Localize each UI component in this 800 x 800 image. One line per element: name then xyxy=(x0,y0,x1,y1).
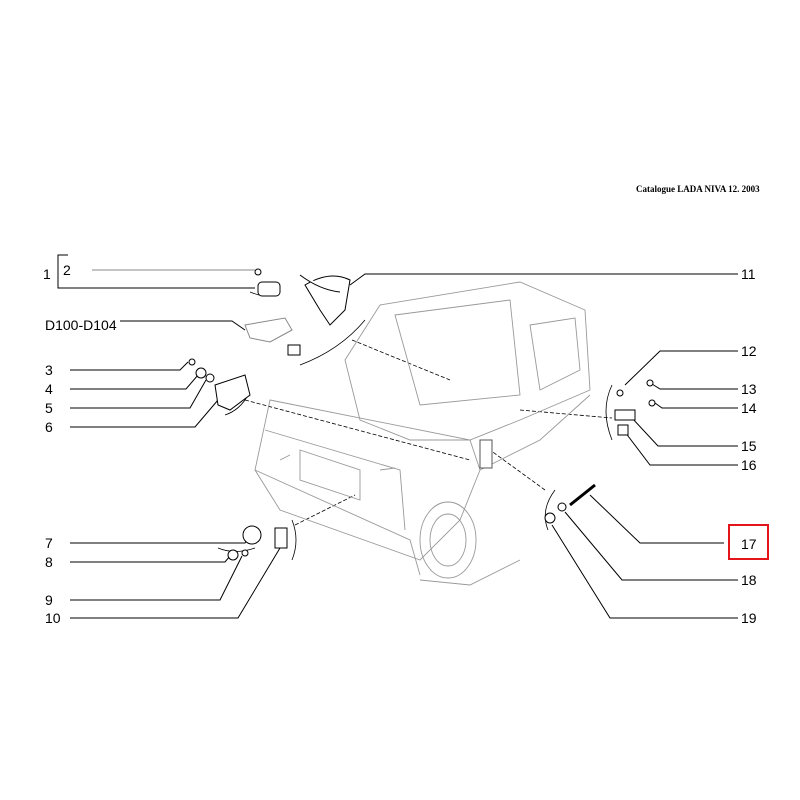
callout-16[interactable]: 16 xyxy=(741,457,757,473)
leader-7 xyxy=(70,534,251,544)
highlight-box xyxy=(728,524,769,560)
callout-7[interactable]: 7 xyxy=(45,535,53,551)
dashed-pointers xyxy=(244,339,613,526)
leader-13 xyxy=(651,383,738,390)
leader-19 xyxy=(551,524,738,619)
callout-18[interactable]: 18 xyxy=(741,572,757,588)
leader-6 xyxy=(70,399,219,428)
leader-16 xyxy=(624,431,738,466)
leader-10 xyxy=(70,547,281,619)
callout-10[interactable]: 10 xyxy=(45,610,61,626)
leader-9 xyxy=(70,555,243,601)
callout-2[interactable]: 2 xyxy=(63,262,71,278)
callout-6[interactable]: 6 xyxy=(45,419,53,435)
leader-8 xyxy=(70,555,231,563)
leader-3 xyxy=(70,361,189,371)
callout-8[interactable]: 8 xyxy=(45,554,53,570)
callout-13[interactable]: 13 xyxy=(741,381,757,397)
callout-15[interactable]: 15 xyxy=(741,438,757,454)
callout-12[interactable]: 12 xyxy=(741,343,757,359)
callout-17[interactable]: 17 xyxy=(741,536,757,552)
callout-9[interactable]: 9 xyxy=(45,592,53,608)
callout-11[interactable]: 11 xyxy=(741,266,756,282)
leader-14 xyxy=(654,402,738,409)
leader-5 xyxy=(70,379,207,409)
car-outline xyxy=(254,281,591,586)
leader-lines xyxy=(57,254,738,619)
callout-3[interactable]: 3 xyxy=(45,362,53,378)
callout-14[interactable]: 14 xyxy=(741,400,757,416)
leader-18 xyxy=(564,511,738,581)
leader-d100 xyxy=(120,320,246,331)
leader-12 xyxy=(624,350,738,386)
callout-4[interactable]: 4 xyxy=(45,381,53,397)
callout-5[interactable]: 5 xyxy=(45,400,53,416)
leader-4 xyxy=(70,374,199,390)
leader-17 xyxy=(589,494,724,544)
parts xyxy=(188,268,656,561)
callout-d100-d104[interactable]: D100-D104 xyxy=(45,317,117,333)
catalogue-header: Catalogue LADA NIVA 12. 2003 xyxy=(636,184,760,194)
leader-15 xyxy=(631,417,738,447)
leader-1 xyxy=(57,254,255,289)
leader-11 xyxy=(349,273,738,286)
callout-19[interactable]: 19 xyxy=(741,610,757,626)
callout-1[interactable]: 1 xyxy=(43,266,51,282)
